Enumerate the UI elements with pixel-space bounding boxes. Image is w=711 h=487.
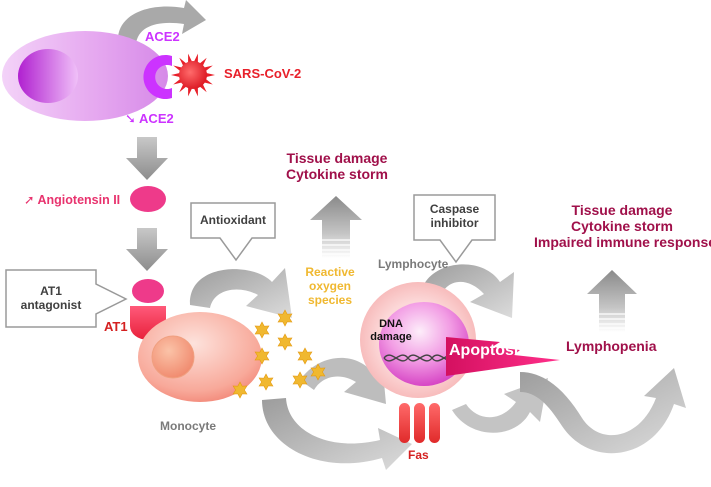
up-arrow-ros-stripes — [322, 239, 350, 255]
dna-helix — [383, 354, 457, 362]
sars-cov-2-virus — [171, 53, 215, 97]
up-arrow-icon: ➚ — [24, 193, 35, 207]
up-arrow-lymphopenia — [587, 270, 637, 332]
outcome-left-line-2: Cytokine storm — [286, 166, 388, 183]
lymphopenia-curve-arrow — [520, 368, 686, 454]
down-arrow-icon: ➘ — [125, 111, 136, 126]
at1-antagonist-line-1: AT1 — [40, 284, 62, 298]
ros-star-8 — [310, 363, 326, 381]
ros-star-4 — [277, 333, 293, 351]
at1-antagonist-text: AT1 antagonist — [6, 284, 96, 312]
up-arrow-ros — [310, 196, 362, 258]
monocyte-label: Monocyte — [160, 419, 217, 433]
ros-star-1 — [254, 321, 270, 339]
outcome-left-line-1: Tissue damage — [286, 150, 388, 166]
ros-label: Reactive oxygen species — [290, 265, 370, 307]
ace2-decrease-text: ACE2 — [139, 111, 174, 126]
ros-star-6 — [258, 373, 274, 391]
apoptosis-wedge — [446, 337, 560, 376]
dna-damage-label: DNA damage — [366, 318, 416, 343]
apoptosis-label: Apoptosis — [449, 342, 528, 359]
ros-star-9 — [232, 381, 248, 399]
sars-cov-2-label: SARS-CoV-2 — [224, 66, 302, 81]
at1-label: AT1 — [104, 319, 128, 334]
antioxidant-box — [190, 202, 276, 262]
ace2-label: ACE2 — [145, 29, 180, 44]
tissue-outcome-left: Tissue damage Cytokine storm — [262, 150, 412, 182]
angiotensin-label: ➚ Angiotensin II — [24, 193, 120, 207]
caspase-inhibitor-box — [413, 194, 496, 264]
ros-line-1: Reactive — [305, 265, 355, 279]
caspase-inhibitor-text: Caspase inhibitor — [414, 202, 495, 230]
ros-line-3: species — [307, 292, 353, 307]
up-arrow-lymphopenia-stripes — [599, 313, 625, 329]
fas-label: Fas — [408, 448, 429, 462]
at1-ligand — [132, 279, 164, 303]
lymphocyte-curve-arrow-top — [420, 264, 514, 318]
dna-line-2: damage — [370, 330, 412, 343]
ace2-recycle-arrow — [117, 0, 206, 44]
ros-line-2: oxygen — [308, 278, 351, 293]
at1-antagonist-box — [5, 269, 128, 328]
ros-particles — [232, 309, 381, 399]
angiotensin-text: Angiotensin II — [37, 193, 121, 207]
lymphocyte-label: Lymphocyte — [378, 257, 449, 271]
arrow-angiotensin-to-at1 — [126, 228, 168, 271]
tissue-outcome-right: Tissue damage Cytokine storm Impaired im… — [534, 202, 711, 251]
ros-star-5 — [297, 347, 313, 365]
fas-receptors — [399, 403, 440, 443]
ace2-decrease-label: ➘ ACE2 — [125, 111, 174, 127]
monocyte-cell — [138, 312, 262, 402]
dna-line-1: DNA — [379, 318, 403, 330]
antioxidant-text: Antioxidant — [200, 213, 266, 227]
outcome-right-line-2: Cytokine storm — [571, 218, 673, 235]
arrow-ace2-to-angiotensin — [126, 137, 168, 180]
ace2-receptor — [143, 55, 172, 99]
caspase-line-1: Caspase — [429, 202, 480, 216]
lymphopenia-label: Lymphopenia — [566, 338, 657, 354]
outcome-right-line-3: Impaired immune response — [534, 234, 711, 251]
ros-star-3 — [254, 347, 270, 365]
caspase-line-2: inhibitor — [430, 216, 479, 230]
at1-antagonist-line-2: antagonist — [20, 298, 82, 312]
angiotensin-molecule — [130, 186, 166, 212]
monocyte-curve-arrow-top — [189, 268, 292, 318]
ros-star-2 — [277, 309, 293, 327]
host-cell-nucleus — [18, 49, 78, 103]
ros-star-7 — [292, 371, 308, 389]
monocyte-nucleus — [151, 335, 195, 379]
outcome-right-line-1: Tissue damage — [571, 202, 673, 218]
monocyte-curve-arrow-bottom — [262, 398, 412, 470]
